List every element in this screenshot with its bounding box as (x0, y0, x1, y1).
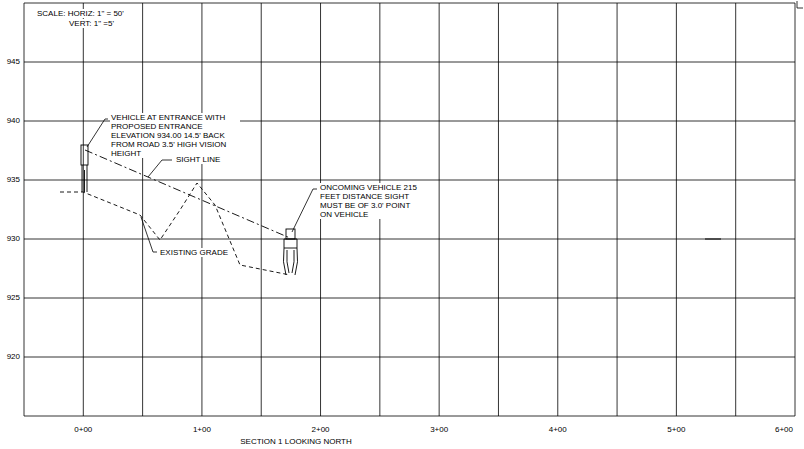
section-title: SECTION 1 LOOKING NORTH (239, 437, 352, 446)
callout-note: SIGHT LINE (175, 155, 221, 164)
scale-note: SCALE: HORIZ: 1" = 50' (36, 9, 125, 18)
grid-line (439, 3, 440, 416)
border-mark (797, 1, 803, 8)
grid-line (24, 239, 795, 240)
grid-line (24, 180, 795, 181)
grid (24, 3, 795, 416)
grid-line (142, 3, 143, 416)
station-label: 3+00 (429, 425, 449, 434)
tick-mark (705, 239, 721, 240)
station-label: 0+00 (73, 425, 93, 434)
elevation-label: 930 (6, 234, 21, 243)
elevation-label: 920 (6, 352, 21, 361)
grid-line (557, 3, 558, 416)
grid-line (24, 3, 25, 416)
grid-line (83, 3, 84, 416)
grid-line (24, 416, 795, 417)
elevation-label: 940 (6, 116, 21, 125)
entrance-vehicle (81, 145, 88, 192)
grid-line (261, 3, 262, 416)
callout-note: EXISTING GRADE (159, 248, 229, 257)
callout-note: VEHICLE AT ENTRANCE WITH PROPOSED ENTRAN… (110, 113, 240, 158)
station-label: 1+00 (192, 425, 212, 434)
sight-line (85, 150, 290, 238)
scale-note: VERT: 1" =5' (68, 19, 115, 28)
station-label: 6+00 (774, 425, 794, 434)
elevation-label: 945 (6, 57, 21, 66)
grid-line (676, 3, 677, 416)
station-label: 2+00 (311, 425, 331, 434)
station-label: 5+00 (666, 425, 686, 434)
elevation-label: 935 (6, 175, 21, 184)
oncoming-vehicle (283, 229, 297, 275)
grid-line (24, 62, 795, 63)
grid-line (24, 3, 795, 4)
grid-line (498, 3, 499, 416)
grid-line (617, 3, 618, 416)
existing-grade-line (60, 183, 290, 275)
callout-note: ONCOMING VEHICLE 215 FEET DISTANCE SIGHT… (319, 183, 421, 219)
station-label: 4+00 (548, 425, 568, 434)
grid-line (795, 3, 796, 416)
grid-line (735, 3, 736, 416)
grid-line (24, 357, 795, 358)
elevation-label: 925 (6, 293, 21, 302)
grid-line (201, 3, 202, 416)
grid-line (24, 298, 795, 299)
